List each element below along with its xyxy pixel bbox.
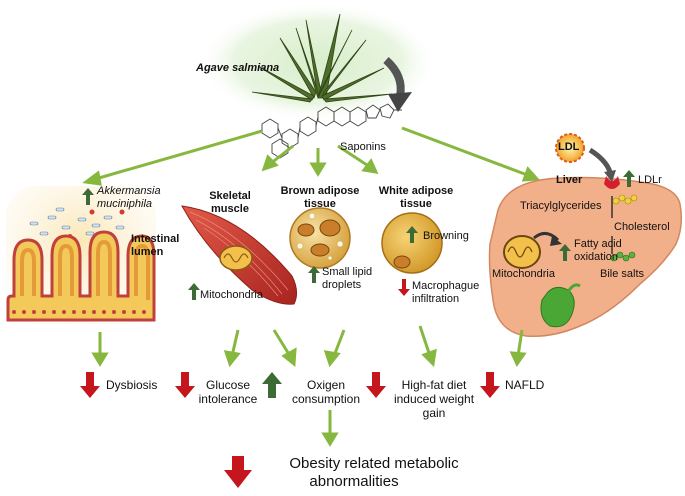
- curved-arrow-icon: [383, 57, 405, 97]
- outcome-line2: abnormalities: [309, 473, 399, 490]
- saponin-arrows: [82, 126, 541, 186]
- effect-arrows: [91, 325, 527, 447]
- up-arrow-mitochondria: [188, 283, 200, 300]
- indicator-arrows: [82, 170, 635, 300]
- saponin-molecule-icon: [261, 103, 402, 159]
- liver-mitochondria-label: Mitochondria: [492, 268, 555, 280]
- skeletal-muscle-illustration: [181, 205, 298, 305]
- ldl-to-receptor-arrow: [588, 147, 613, 173]
- effect-weight-line3: gain: [422, 406, 446, 420]
- ldl-receptor-icon: [604, 176, 620, 189]
- down-arrow-obesity: [224, 456, 252, 488]
- wat-title-line2: tissue: [400, 198, 432, 210]
- muscle-mitochondria-label: Mitochondria: [200, 289, 263, 301]
- effect-direction-arrows: [80, 372, 500, 488]
- triacylglycerides-label: Triacylglycerides: [520, 200, 602, 212]
- cholesterol-label: Cholesterol: [614, 221, 670, 233]
- curved-arrowhead: [388, 92, 412, 112]
- ldl-particle-icon: [555, 133, 585, 163]
- down-arrow-dysbiosis: [80, 372, 100, 398]
- saponins-label: Saponins: [340, 141, 386, 153]
- down-arrow-nafld: [480, 372, 500, 398]
- wat-browning-label: Browning: [423, 230, 469, 242]
- muscle-title-line2: muscle: [211, 203, 249, 215]
- down-arrow-macrophage: [398, 279, 410, 296]
- bat-title-line1: Brown adipose: [280, 185, 360, 197]
- muscle-title-line1: Skeletal: [209, 190, 251, 202]
- plant-name: Agave salmiana: [196, 62, 280, 74]
- effect-oxygen-line2: consumption: [291, 392, 361, 406]
- plant-halo: [198, 2, 438, 122]
- gallbladder-icon: [540, 283, 581, 328]
- up-arrow-browning: [406, 226, 418, 243]
- up-arrow-fatty-acid: [559, 244, 571, 261]
- effect-glucose-line2: intolerance: [198, 392, 258, 406]
- bacteria-icons: [29, 207, 125, 236]
- ldl-label: LDL: [558, 141, 580, 153]
- intestinal-lumen-line2: lumen: [131, 246, 164, 258]
- fatty-acid-line2: oxidation: [574, 251, 619, 263]
- akkermansia-line1: Akkermansia: [97, 185, 161, 197]
- cholesterol-molecule-icon: [612, 194, 638, 205]
- liver-title: Liver: [556, 174, 583, 186]
- wat-title-line1: White adipose: [378, 185, 454, 197]
- agave-plant-icon: [251, 13, 393, 103]
- effect-weight-line2: induced weight: [393, 392, 475, 406]
- up-arrow-ldlr: [623, 170, 635, 187]
- liver-illustration: [488, 133, 683, 338]
- up-arrow-lipid: [308, 266, 320, 283]
- effect-dysbiosis: Dysbiosis: [106, 378, 158, 392]
- fatty-acid-line1: Fatty acid: [574, 238, 622, 250]
- wat-macrophage-line2: infiltration: [412, 293, 460, 305]
- brown-adipose-illustration: [289, 207, 351, 269]
- muscle-mitochondrion-icon: [219, 245, 253, 271]
- effect-nafld: NAFLD: [505, 378, 545, 392]
- bile-salt-icon: [610, 251, 636, 262]
- effect-weight-line1: High-fat diet: [401, 378, 467, 392]
- bile-salts-label: Bile salts: [600, 268, 645, 280]
- intestine-illustration: [6, 186, 156, 324]
- up-arrow-akkermansia: [82, 188, 94, 205]
- wat-macrophage-line1: Macrophague: [412, 280, 480, 292]
- akkermansia-line2: muciniphila: [97, 198, 153, 210]
- down-arrow-glucose: [175, 372, 195, 398]
- effect-oxygen-line1: Oxigen: [306, 378, 346, 392]
- bat-title-line2: tissue: [304, 198, 336, 210]
- bat-lipid-line2: droplets: [322, 279, 362, 291]
- intestinal-lumen-line1: Intestinal: [131, 233, 180, 245]
- down-arrow-weight: [366, 372, 386, 398]
- liver-mitochondrion-icon: [503, 235, 541, 269]
- up-arrow-oxygen: [262, 372, 282, 398]
- ldlr-label: LDLr: [638, 174, 662, 186]
- bat-lipid-line1: Small lipid: [322, 266, 373, 278]
- outcome-line1: Obesity related metabolic: [289, 455, 459, 472]
- effect-glucose-line1: Glucose: [205, 378, 251, 392]
